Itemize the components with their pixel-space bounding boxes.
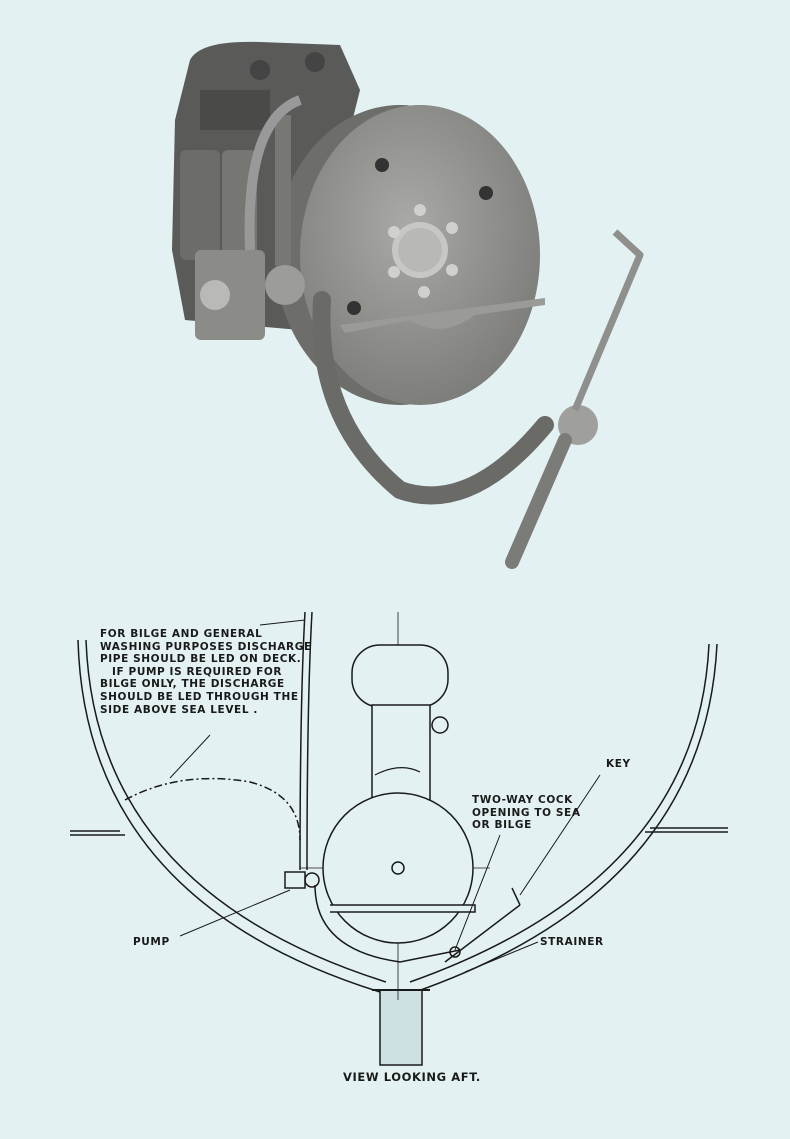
suction-hose [312, 291, 554, 505]
hull-left [77, 639, 387, 993]
cock-label: TWO-WAY COCK OPENING TO SEA OR BILGE [472, 794, 581, 832]
note-line: PIPE SHOULD BE LED ON DECK. [100, 653, 302, 666]
note-line: SIDE ABOVE SEA LEVEL . [100, 703, 258, 716]
note-line: FOR BILGE AND GENERAL [100, 628, 263, 640]
pump-symbol [284, 871, 461, 963]
sea-level-line [70, 827, 728, 836]
dashed-deck-arc [124, 777, 301, 841]
leader-lines [169, 619, 601, 973]
note-line: WASHING PURPOSES DISCHARGE [100, 640, 312, 653]
discharge-pipe [299, 611, 313, 871]
pump-body [195, 95, 305, 340]
engine-outline [322, 644, 476, 944]
hull-right [409, 643, 718, 993]
strainer-label: STRAINER [540, 936, 604, 948]
keel [379, 989, 423, 1066]
note-line: SHOULD BE LED THROUGH THE [100, 690, 299, 703]
cock-and-key [444, 887, 521, 963]
rotation-arrow [374, 767, 421, 776]
two-way-cock [505, 229, 644, 569]
cock-label-line: OR BILGE [472, 819, 532, 832]
diagram-caption: VIEW LOOKING AFT. [343, 1070, 481, 1084]
flywheel [275, 105, 545, 405]
discharge-note: FOR BILGE AND GENERAL WASHING PURPOSES D… [100, 628, 312, 716]
cock-label-line: TWO-WAY COCK [472, 794, 573, 806]
key-label: KEY [606, 758, 631, 770]
note-line: IF PUMP IS REQUIRED FOR [112, 665, 283, 678]
note-line: BILGE ONLY, THE DISCHARGE [100, 678, 285, 691]
cock-label-line: OPENING TO SEA [472, 806, 581, 819]
pump-label: PUMP [133, 936, 170, 948]
